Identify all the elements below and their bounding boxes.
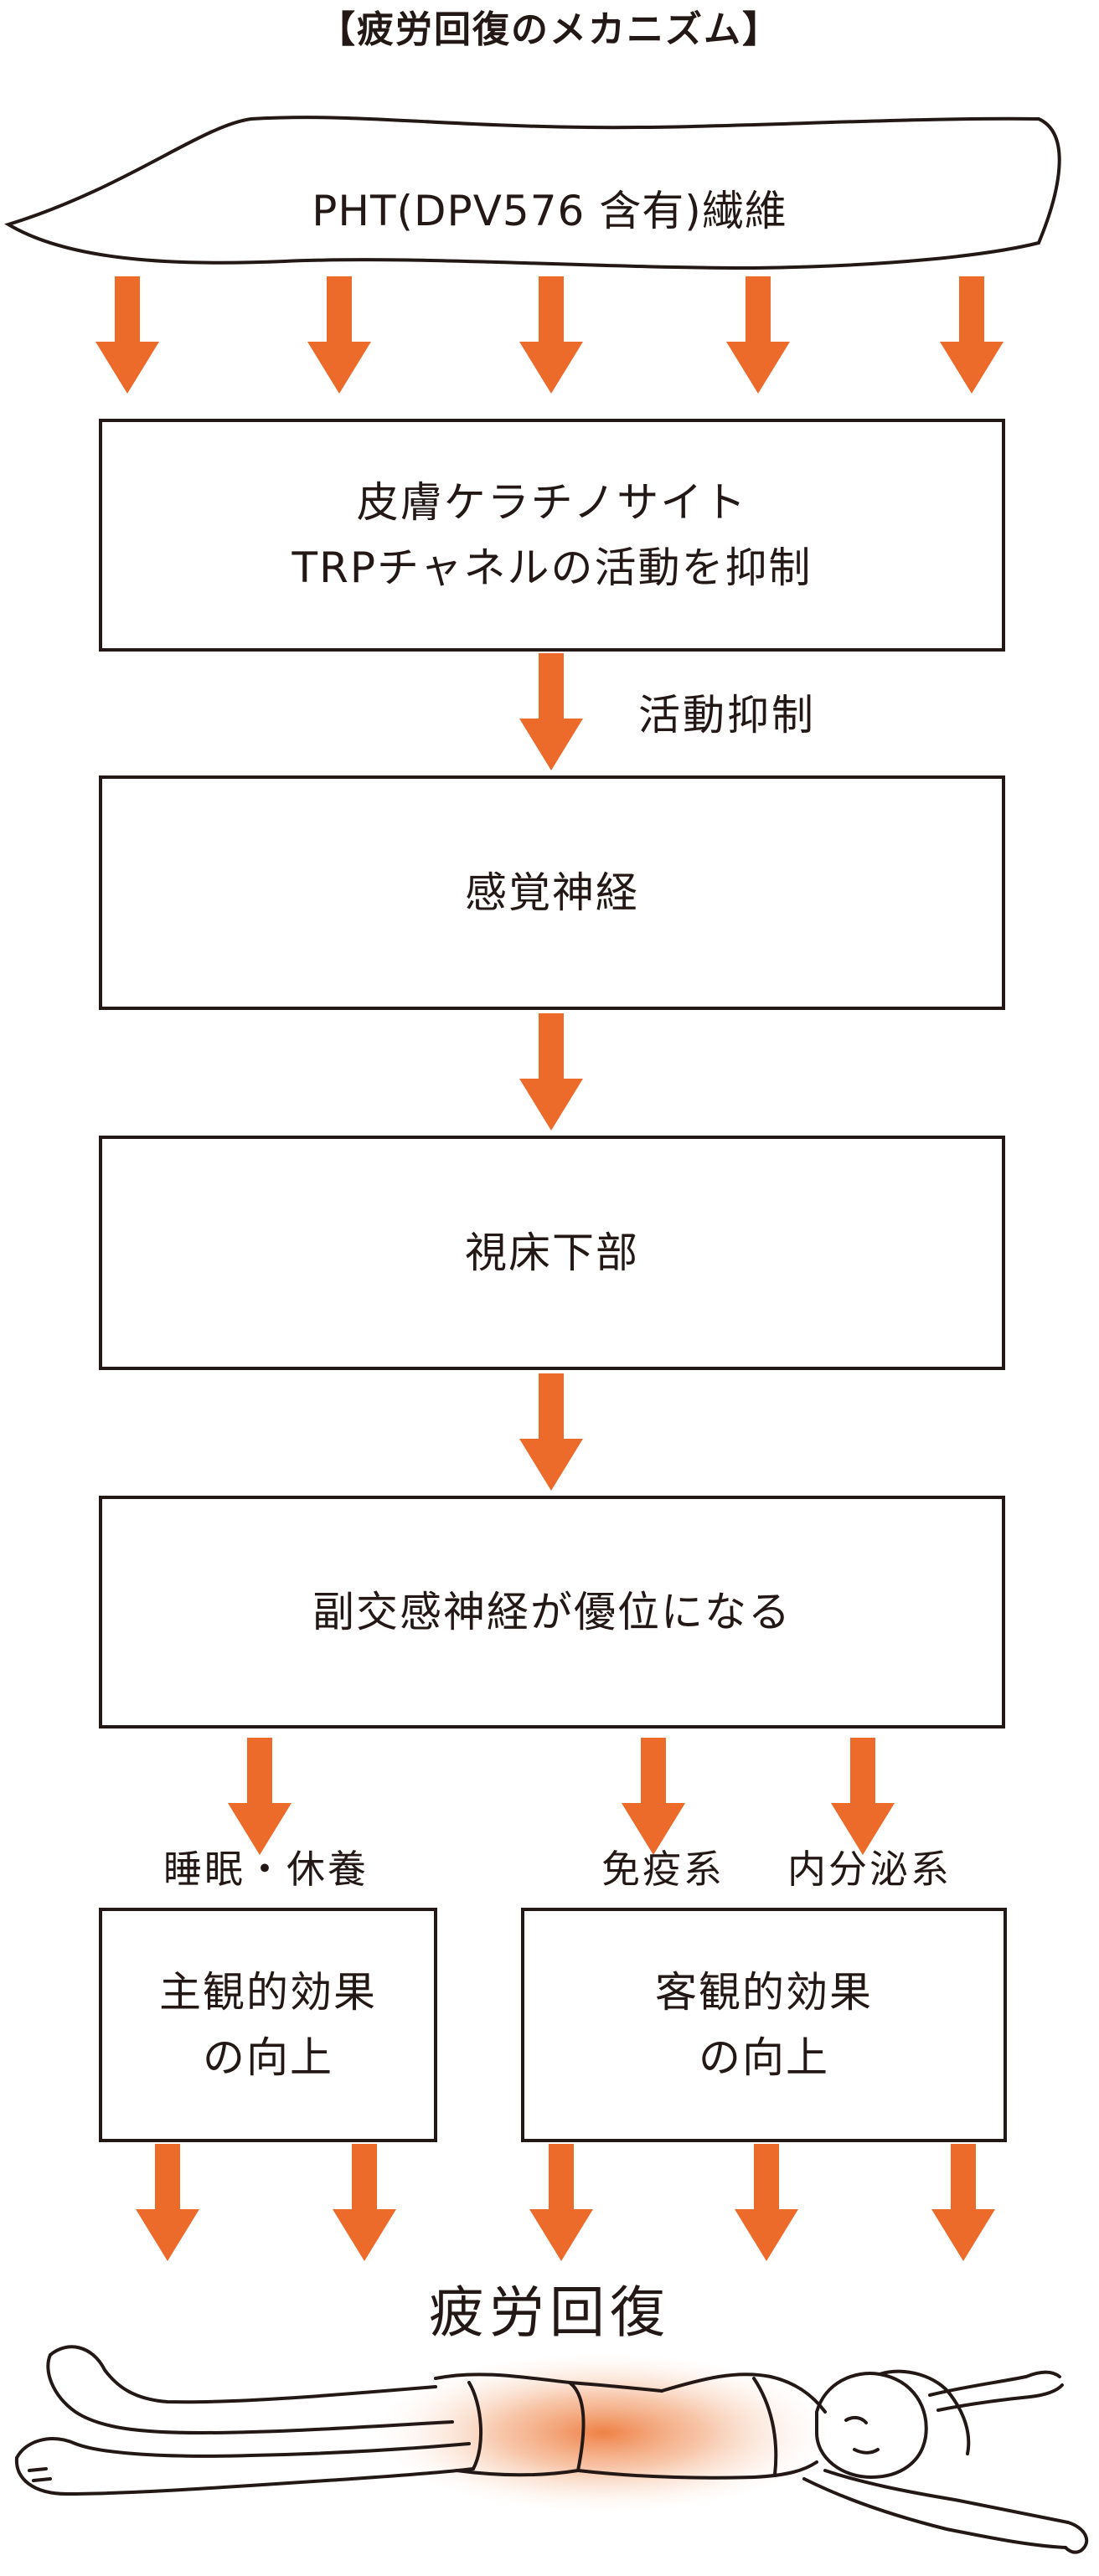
immune-label: 免疫系 <box>601 1847 725 1892</box>
parasympathetic-text: 副交感神経が優位になる <box>312 1588 792 1636</box>
sensory-nerve-box: 感覚神経 <box>99 775 1005 1010</box>
sleep-rest-label: 睡眠・休養 <box>163 1847 369 1892</box>
sensory-nerve-text: 感覚神経 <box>465 868 639 917</box>
activity-suppression-label: 活動抑制 <box>638 691 816 739</box>
hypothalamus-text: 視床下部 <box>465 1229 639 1277</box>
keratinocyte-box: 皮膚ケラチノサイト TRPチャネルの活動を抑制 <box>99 419 1005 652</box>
parasympathetic-box: 副交感神経が優位になる <box>99 1496 1005 1728</box>
keratinocyte-line1: 皮膚ケラチノサイト <box>356 478 748 527</box>
objective-line2: の向上 <box>699 2033 829 2082</box>
recovery-label: 疲労回復 <box>429 2280 670 2345</box>
diagram-title: 【疲労回復のメカニズム】 <box>318 8 781 51</box>
subjective-effect-box: 主観的効果 の向上 <box>99 1908 437 2142</box>
endocrine-label: 内分泌系 <box>787 1847 952 1892</box>
subjective-line1: 主観的効果 <box>159 1968 377 2017</box>
hypothalamus-box: 視床下部 <box>99 1136 1005 1370</box>
objective-effect-box: 客観的効果 の向上 <box>521 1908 1007 2142</box>
keratinocyte-line2: TRPチャネルの活動を抑制 <box>292 544 813 592</box>
fiber-label: PHT(DPV576 含有)繊維 <box>312 187 787 235</box>
subjective-line2: の向上 <box>203 2033 333 2082</box>
objective-line1: 客観的効果 <box>655 1968 873 2017</box>
